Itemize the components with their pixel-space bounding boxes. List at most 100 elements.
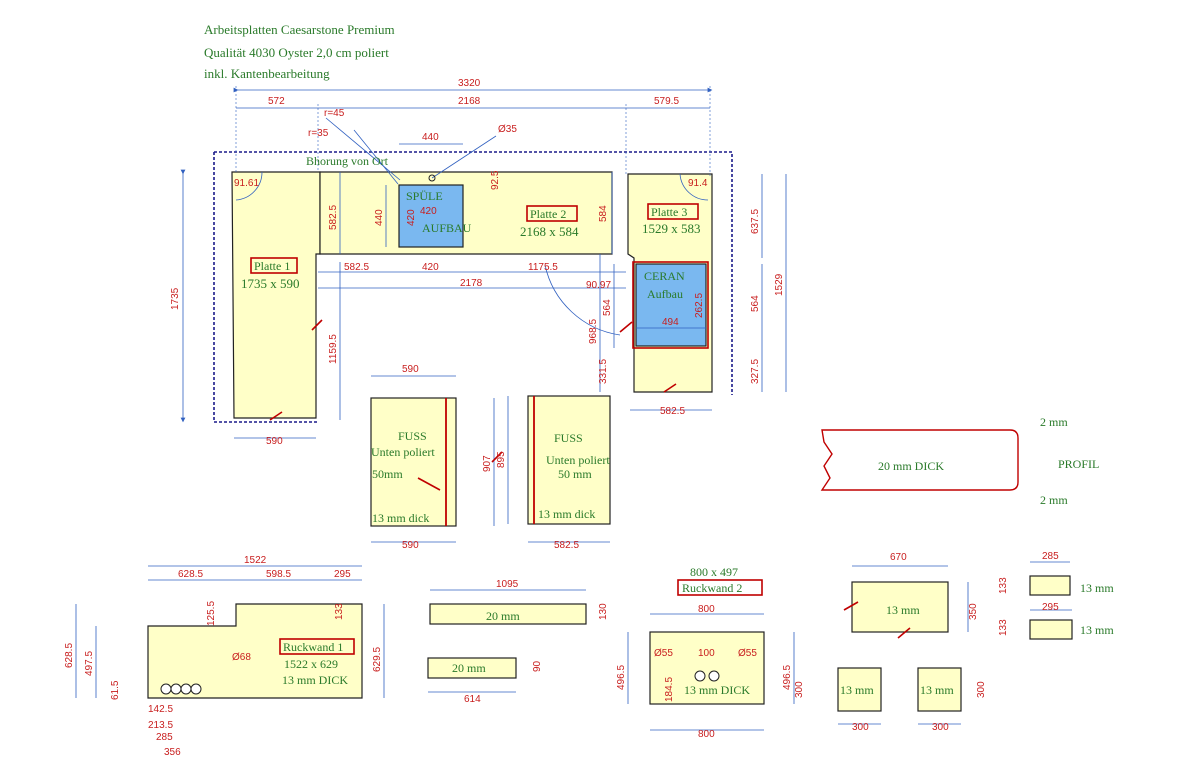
leader-r35 bbox=[353, 129, 399, 185]
sockets bbox=[160, 683, 202, 695]
ceran-label: CERAN bbox=[644, 269, 685, 283]
dim-3315: 331.5 bbox=[598, 359, 609, 384]
dim-o35: Ø35 bbox=[498, 124, 517, 135]
edge-arrow bbox=[417, 477, 441, 491]
panel-295 bbox=[1029, 619, 1073, 640]
dim-6295: 629.5 bbox=[372, 647, 383, 672]
aufbau-label: AUFBAU bbox=[422, 221, 472, 235]
dim-5825m: 582.5 bbox=[344, 262, 369, 273]
profile-shape bbox=[820, 429, 1019, 491]
rueckwand-1 bbox=[147, 603, 363, 699]
rueckwand-2-dim: 800 x 497 bbox=[690, 565, 738, 579]
dim-90: 90 bbox=[532, 660, 543, 672]
edge-mark bbox=[663, 383, 677, 393]
dim-100: 100 bbox=[698, 648, 715, 659]
edge-mark bbox=[269, 411, 283, 421]
profile-bottom: 2 mm bbox=[1040, 493, 1068, 507]
platte-2-name: Platte 2 bbox=[530, 207, 566, 221]
dim-5825fb: 582.5 bbox=[554, 540, 579, 551]
swing-arc bbox=[544, 264, 621, 336]
platte-1-name: Platte 1 bbox=[254, 259, 290, 273]
corner-arc-right bbox=[679, 173, 709, 201]
rueckwand-2 bbox=[649, 631, 765, 705]
dim-614: 614 bbox=[464, 694, 481, 705]
ceran-aufbau-label: Aufbau bbox=[647, 287, 683, 301]
tap-hole bbox=[428, 174, 436, 182]
rueckwand-1-thickness: 13 mm DICK bbox=[282, 673, 348, 687]
dim-925: 92.5 bbox=[490, 170, 501, 190]
fuss-2 bbox=[527, 395, 611, 525]
platte-1-size: 1735 x 590 bbox=[241, 276, 300, 291]
dim-r45: r=45 bbox=[324, 108, 345, 119]
dim-5795: 579.5 bbox=[654, 96, 679, 107]
dim-5825v: 582.5 bbox=[328, 205, 339, 230]
dim-420s: 420 bbox=[420, 206, 437, 217]
dim-1095: 1095 bbox=[496, 579, 519, 590]
panel-670-label: 13 mm bbox=[886, 603, 920, 617]
header-line-1: Arbeitsplatten Caesarstone Premium bbox=[204, 22, 395, 37]
fuss-1 bbox=[370, 397, 457, 527]
edge-mark bbox=[897, 627, 911, 639]
dim-133b: 133 bbox=[998, 577, 1009, 594]
platte-3-size: 1529 x 583 bbox=[642, 221, 701, 236]
dim-300d: 300 bbox=[932, 722, 949, 733]
hole-2 bbox=[708, 670, 720, 682]
dim-285s: 285 bbox=[1042, 551, 1059, 562]
angle-914: 91.4 bbox=[688, 178, 708, 189]
panel-300a bbox=[837, 667, 882, 712]
dim-295a: 295 bbox=[334, 569, 351, 580]
dim-800t: 800 bbox=[698, 604, 715, 615]
panel-300b-label: 13 mm bbox=[920, 683, 954, 697]
edge-mark bbox=[311, 319, 323, 331]
dim-5985: 598.5 bbox=[266, 569, 291, 580]
bohrung-label: Bhorung von Ort bbox=[306, 154, 389, 168]
dim-4965r: 496.5 bbox=[782, 665, 793, 690]
header-line-2: Qualität 4030 Oyster 2,0 cm poliert bbox=[204, 45, 389, 60]
rueckwand-2-thickness: 13 mm DICK bbox=[684, 683, 750, 697]
dim-300b: 300 bbox=[976, 681, 987, 698]
dim-9685: 968.5 bbox=[588, 319, 599, 344]
spuele-cutout bbox=[398, 184, 464, 248]
platte-3-label-frame bbox=[647, 203, 699, 220]
dim-2625: 262.5 bbox=[694, 293, 705, 318]
ceran-frame bbox=[632, 261, 709, 349]
dim-564r: 564 bbox=[750, 295, 761, 312]
profile-title: PROFIL bbox=[1058, 457, 1099, 471]
edge-mark bbox=[619, 321, 633, 333]
dim-6285: 628.5 bbox=[178, 569, 203, 580]
hole-1 bbox=[694, 670, 706, 682]
dim-295s: 295 bbox=[1042, 602, 1059, 613]
dim-1845: 184.5 bbox=[664, 677, 675, 702]
dim-o68: Ø68 bbox=[232, 652, 251, 663]
strip-2-label: 20 mm bbox=[452, 661, 486, 675]
dim-420v: 420 bbox=[406, 209, 417, 226]
fuss-2-height: 50 mm bbox=[558, 467, 592, 481]
dim-670: 670 bbox=[890, 552, 907, 563]
panel-285 bbox=[1029, 575, 1071, 596]
dim-3275: 327.5 bbox=[750, 359, 761, 384]
leader-o35 bbox=[431, 135, 497, 179]
panel-300b bbox=[917, 667, 962, 712]
dim-564c: 564 bbox=[602, 299, 613, 316]
platte-2-size: 2168 x 584 bbox=[520, 224, 579, 239]
corner-arc-left bbox=[235, 171, 263, 201]
platte-1 bbox=[231, 171, 321, 419]
fuss-1-polish: Unten poliert bbox=[371, 445, 435, 459]
header-line-3: inkl. Kantenbearbeitung bbox=[204, 66, 330, 81]
dim-420m: 420 bbox=[422, 262, 439, 273]
fuss-1-title: FUSS bbox=[398, 429, 427, 443]
angle-9161: 91.61 bbox=[234, 178, 259, 189]
platte-2-label-frame bbox=[526, 205, 578, 222]
profile-thickness: 20 mm DICK bbox=[878, 459, 944, 473]
panel-670 bbox=[851, 581, 949, 633]
dim-4975: 497.5 bbox=[84, 651, 95, 676]
rueckwand-1-label-frame bbox=[279, 638, 355, 655]
dim-11595: 1159.5 bbox=[328, 334, 339, 364]
rueckwand-1-size: 1522 x 629 bbox=[284, 657, 338, 671]
platte-1-label-frame bbox=[250, 257, 298, 274]
strip-1095 bbox=[429, 603, 587, 625]
dim-1425: 142.5 bbox=[148, 704, 173, 715]
fuss-1-thickness: 13 mm dick bbox=[372, 511, 429, 525]
dim-494: 494 bbox=[662, 317, 679, 328]
